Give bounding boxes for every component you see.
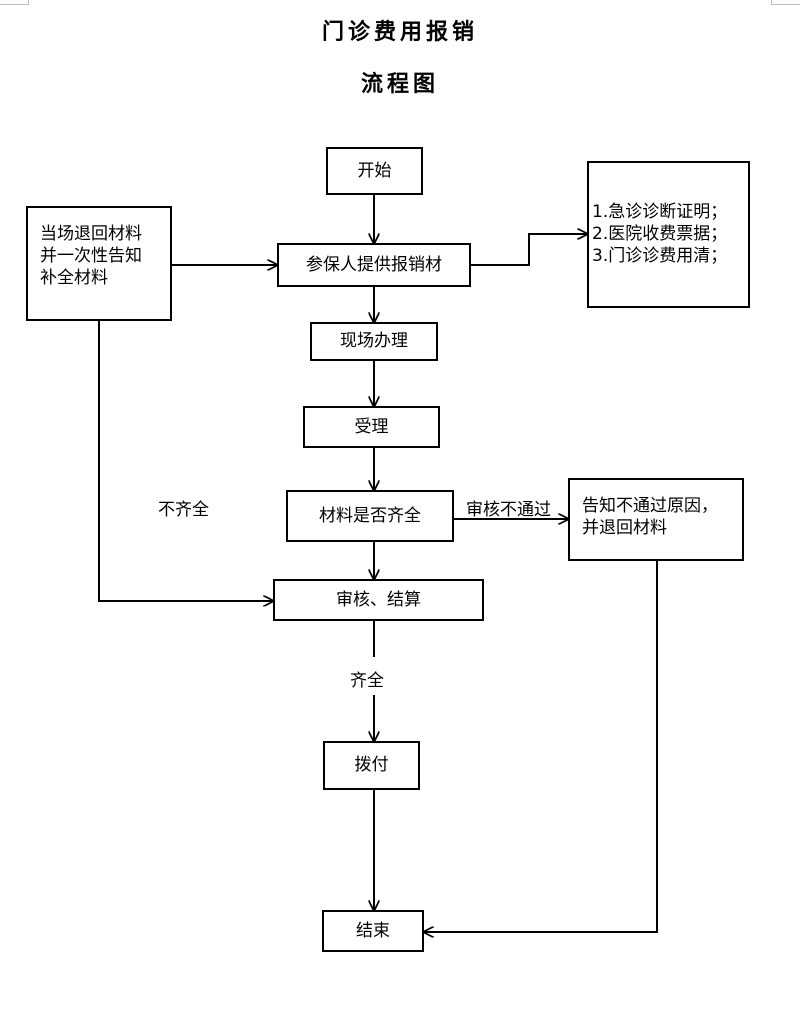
return-materials-line-3: 补全材料 — [40, 268, 108, 289]
accept-label: 受理 — [354, 416, 389, 437]
page-corner-mark-right — [772, 4, 800, 5]
required-materials-node: 1.急诊诊断证明； 2.医院收费票据； 3.门诊诊费用清； — [587, 161, 750, 308]
payment-label: 拨付 — [354, 755, 389, 776]
required-materials-line-2: 2.医院收费票据； — [592, 224, 728, 245]
return-materials-line-1: 当场退回材料 — [40, 224, 142, 244]
onsite-processing-label: 现场办理 — [340, 331, 408, 352]
required-materials-line-3: 3.门诊诊费用清； — [592, 246, 728, 267]
edge-submit-to-materials — [471, 234, 587, 266]
edge-return-to-audit — [98, 321, 273, 601]
reject-notice-line-1: 告知不通过原因， — [582, 496, 718, 516]
return-materials-node: 当场退回材料 并一次性告知 补全材料 — [26, 206, 172, 321]
materials-complete-check-label: 材料是否齐全 — [319, 505, 421, 526]
page-corner-mark-left-vertical — [28, 0, 29, 5]
audit-fail-edge-label: 审核不通过 — [466, 500, 551, 520]
onsite-processing-node: 现场办理 — [310, 322, 438, 361]
submit-materials-label: 参保人提供报销材 — [306, 254, 442, 275]
return-materials-line-2: 并一次性告知 — [40, 246, 142, 267]
audit-settlement-label: 审核、结算 — [336, 589, 421, 610]
edge-reject-to-end — [424, 561, 658, 932]
end-label: 结束 — [356, 920, 390, 941]
page-title: 门诊费用报销 — [321, 19, 478, 45]
submit-materials-node: 参保人提供报销材 — [277, 243, 471, 287]
end-node: 结束 — [322, 910, 424, 952]
materials-complete-check-node: 材料是否齐全 — [286, 490, 454, 542]
reject-notice-node: 告知不通过原因， 并退回材料 — [568, 478, 744, 561]
payment-node: 拨付 — [323, 741, 420, 790]
reject-notice-line-2: 并退回材料 — [582, 518, 667, 539]
accept-node: 受理 — [303, 406, 440, 448]
page-corner-mark-right-vertical — [771, 0, 772, 5]
page-subtitle: 流程图 — [360, 71, 439, 97]
required-materials-line-1: 1.急诊诊断证明； — [592, 202, 728, 222]
start-node-label: 开始 — [357, 160, 392, 181]
audit-settlement-node: 审核、结算 — [273, 579, 484, 621]
start-node: 开始 — [326, 147, 423, 195]
page-corner-mark-left — [0, 4, 28, 5]
incomplete-edge-label: 不齐全 — [158, 500, 209, 520]
complete-edge-label: 齐全 — [350, 671, 384, 691]
